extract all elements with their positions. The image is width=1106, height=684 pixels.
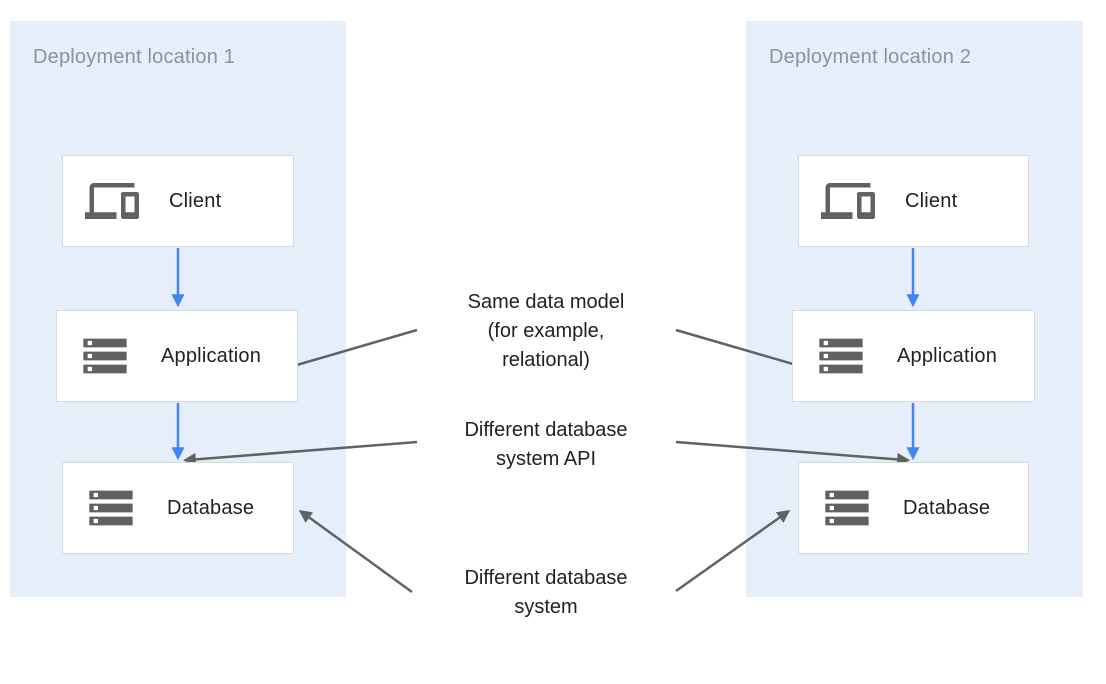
annotation-line: system API — [495, 448, 597, 470]
storage-icon — [85, 482, 137, 534]
node-label: Client — [169, 189, 222, 212]
storage-icon — [821, 482, 873, 534]
node-label: Application — [161, 344, 262, 367]
annotation-different-db-system: Different database system — [396, 564, 696, 622]
node-client-right: Client — [798, 155, 1029, 247]
annotation-line: (for example, — [487, 320, 605, 342]
node-database-left: Database — [62, 462, 294, 554]
panel-title: Deployment location 1 — [33, 46, 236, 68]
node-label: Application — [897, 344, 998, 367]
node-client-left: Client — [62, 155, 294, 247]
node-label: Database — [903, 496, 991, 519]
panel-title: Deployment location 2 — [769, 46, 972, 68]
annotation-line: relational) — [502, 349, 590, 371]
node-application-right: Application — [792, 310, 1035, 402]
storage-icon — [815, 330, 867, 382]
storage-icon — [79, 330, 131, 382]
annotation-line: Same data model — [467, 291, 625, 313]
devices-icon — [85, 174, 139, 228]
annotation-line: Different database — [464, 419, 628, 441]
devices-icon — [821, 174, 875, 228]
node-label: Database — [167, 496, 255, 519]
node-label: Client — [905, 189, 958, 212]
node-database-right: Database — [798, 462, 1029, 554]
annotation-same-data-model: Same data model (for example, relational… — [396, 288, 696, 375]
annotation-line: Different database — [464, 567, 628, 589]
node-application-left: Application — [56, 310, 298, 402]
annotation-line: system — [514, 596, 578, 618]
annotation-different-db-api: Different database system API — [396, 416, 696, 474]
